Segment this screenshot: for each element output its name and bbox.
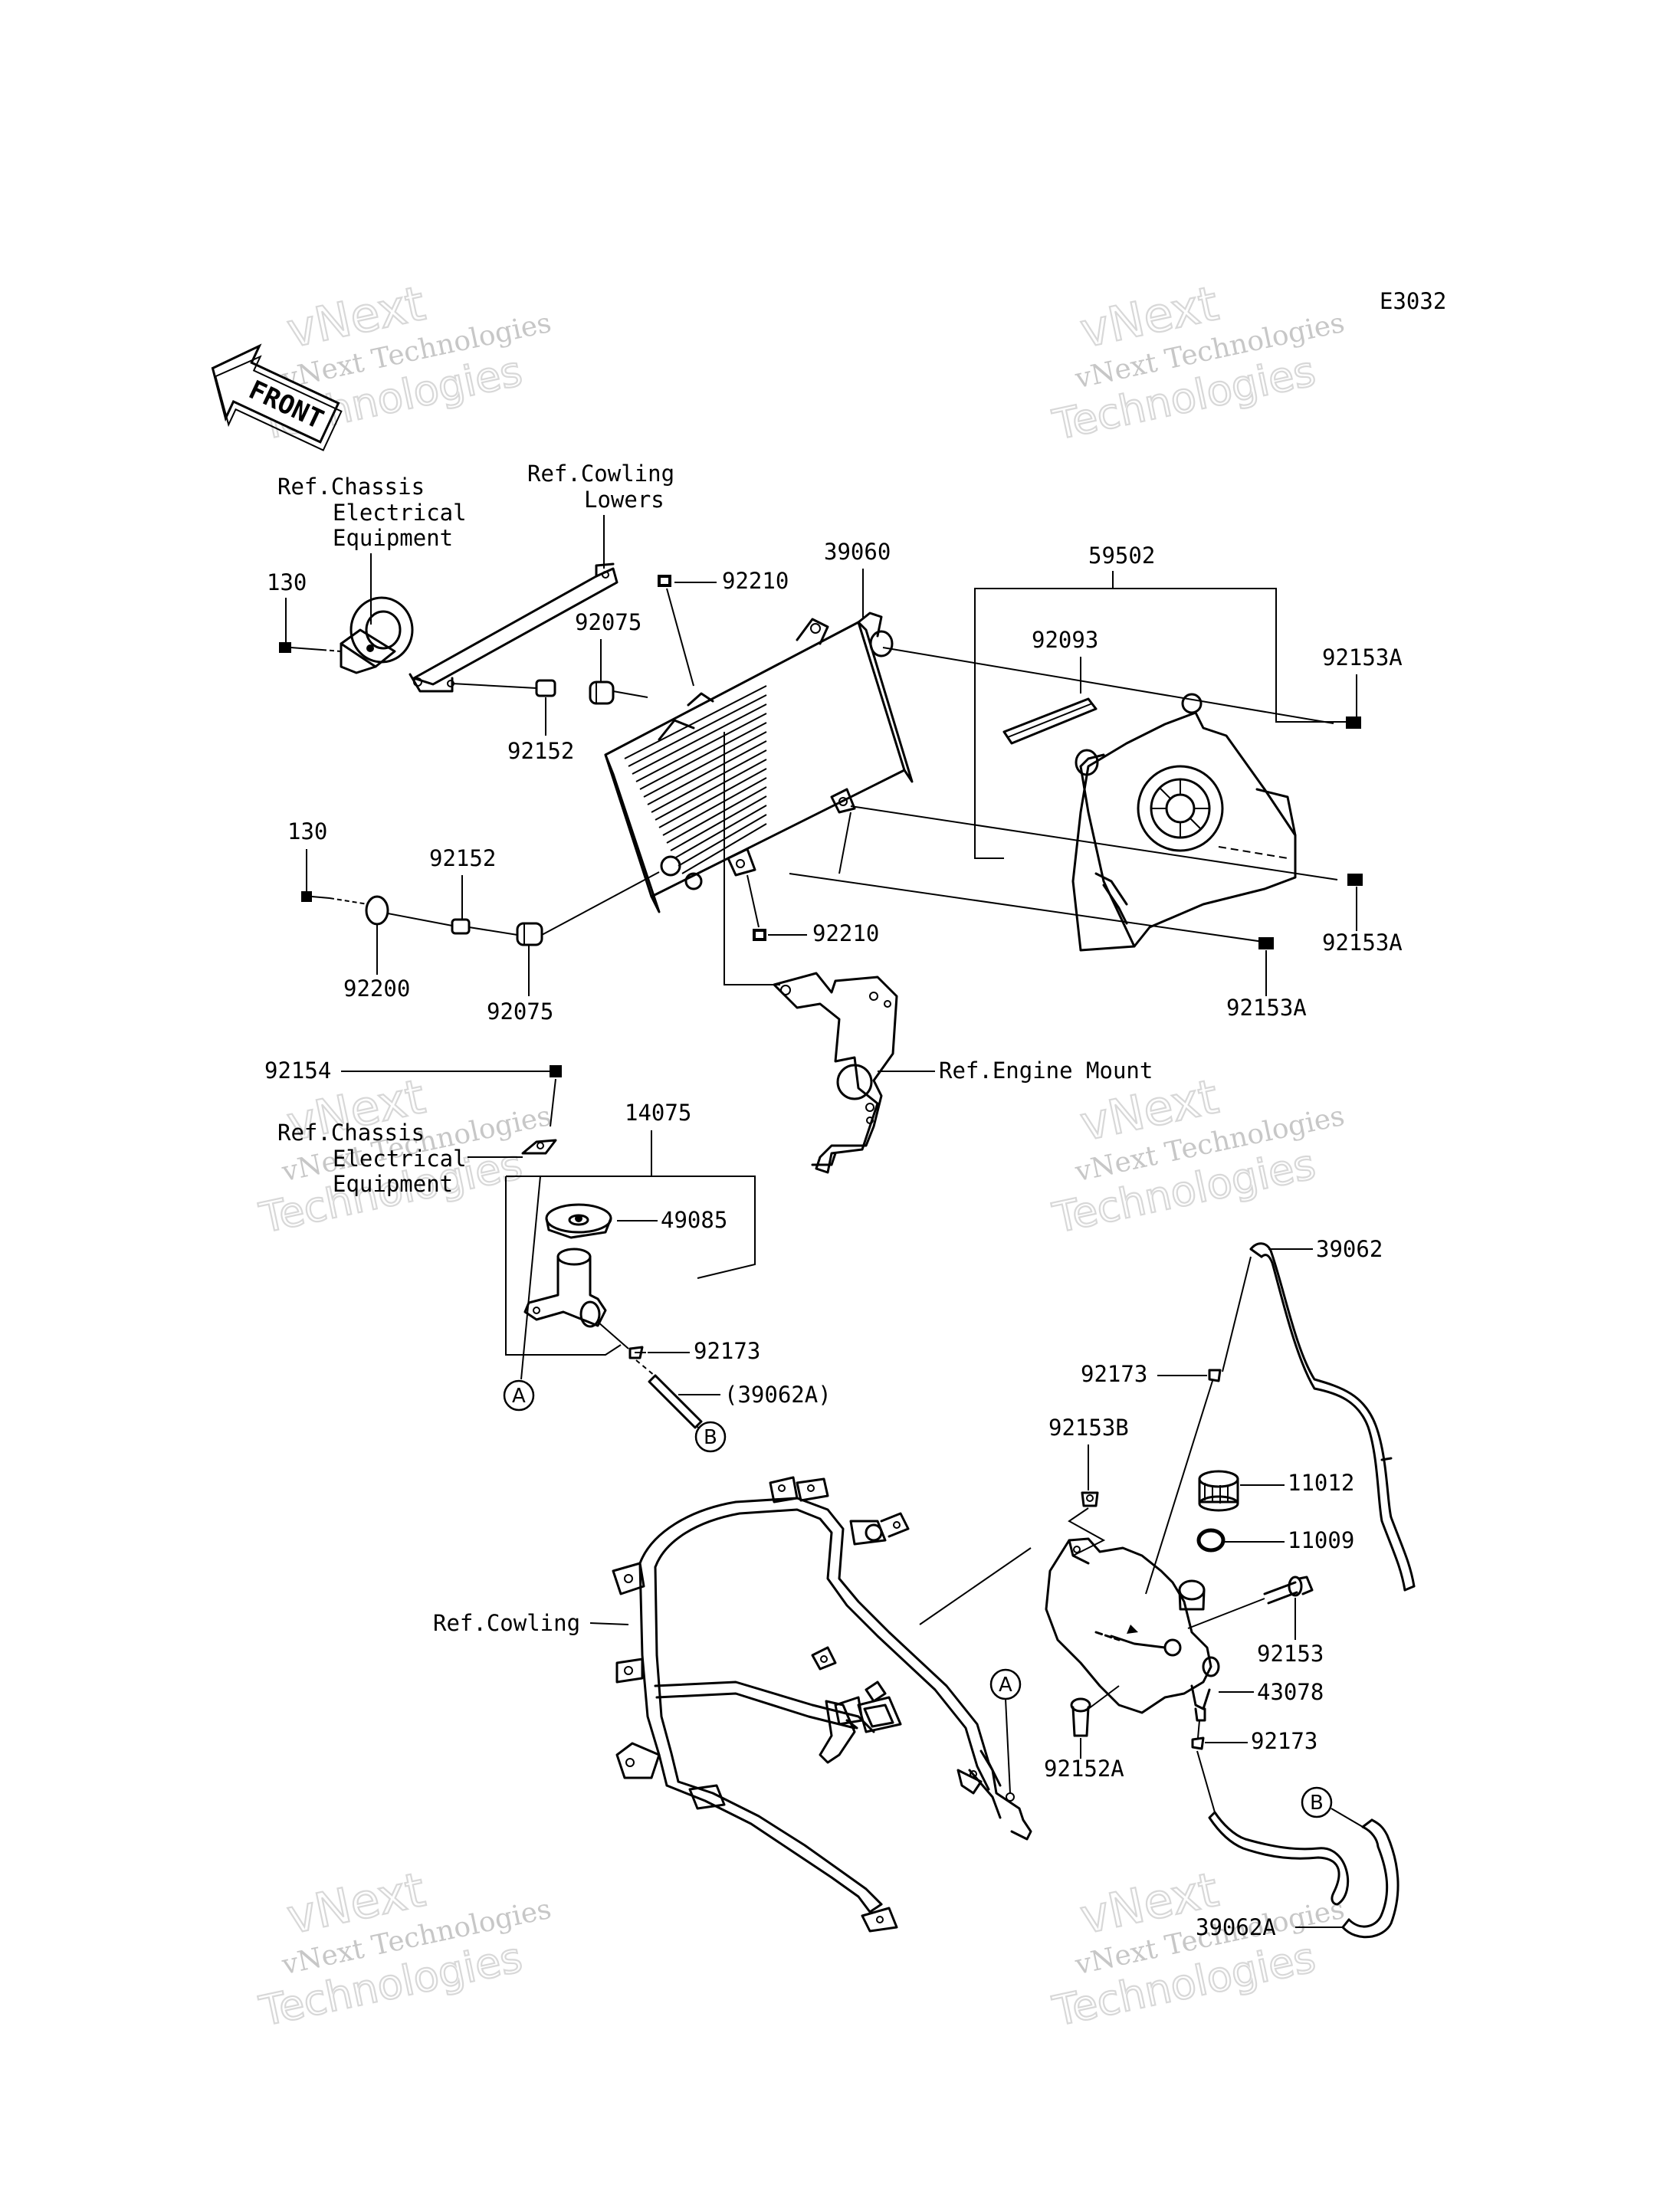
svg-text:B: B	[1310, 1792, 1324, 1815]
svg-text:A: A	[999, 1674, 1012, 1697]
connector-mark-A: A	[989, 1668, 1022, 1700]
label-92173-b: 92173	[1081, 1361, 1147, 1387]
label-49085: 49085	[661, 1207, 727, 1233]
long-bolt-icon	[1263, 1576, 1314, 1605]
connector-mark-A: A	[503, 1379, 535, 1412]
collar-icon	[451, 918, 471, 935]
cable-clamp	[521, 1139, 557, 1155]
hose-clamp-icon	[1191, 1736, 1205, 1750]
radiator-cap-icon	[545, 1203, 612, 1239]
label-92152-bottom: 92152	[429, 845, 496, 871]
collar-icon	[535, 679, 556, 697]
label-39062A: 39062A	[1196, 1914, 1276, 1940]
ref-chassis-electrical-bottom: Ref.Chassis Electrical Equipment	[277, 1120, 467, 1197]
label-92173-c: 92173	[1251, 1728, 1317, 1754]
cooling-fan	[1071, 693, 1297, 952]
label-39060: 39060	[824, 539, 891, 565]
label-92153A-2: 92153A	[1322, 930, 1403, 956]
svg-text:A: A	[512, 1385, 526, 1408]
grommet-icon	[589, 680, 615, 705]
reservoir-tank	[1045, 1537, 1220, 1722]
hose-clamp-icon	[628, 1346, 646, 1359]
bolt-icon	[1081, 1491, 1099, 1507]
reservoir-cap-icon	[1198, 1470, 1239, 1512]
grommet-icon	[516, 922, 543, 946]
fan-seal-strip	[1002, 697, 1098, 745]
label-11009: 11009	[1288, 1527, 1354, 1553]
watermark-bottom-right: vNext vNext Technologies Technologies	[1048, 1861, 1347, 2037]
svg-text:Ref.Chassis: Ref.Chassis	[277, 474, 425, 500]
label-92152A: 92152A	[1044, 1756, 1124, 1782]
connector-mark-B: B	[694, 1421, 727, 1453]
bolt-icon	[1347, 874, 1363, 886]
radiator	[604, 612, 914, 913]
label-39062: 39062	[1316, 1236, 1383, 1262]
bolt-icon	[301, 891, 330, 902]
filler-neck	[523, 1248, 607, 1328]
label-92210-bottom: 92210	[812, 920, 879, 946]
engine-mount-bracket	[773, 972, 898, 1174]
label-59502: 59502	[1088, 543, 1155, 569]
bolt-icon	[1346, 716, 1361, 729]
horn-icon	[340, 596, 414, 674]
collar-bolt-icon	[1070, 1697, 1091, 1737]
cowling-bracket-frame	[612, 1476, 1032, 1933]
bolt-icon	[550, 1065, 562, 1077]
label-11012: 11012	[1288, 1470, 1354, 1496]
label-92153A-1: 92153A	[1322, 644, 1403, 671]
watermark-bottom-left: vNext vNext Technologies Technologies	[254, 1861, 554, 2037]
ref-cowling: Ref.Cowling	[433, 1610, 580, 1636]
svg-text:Electrical: Electrical	[333, 1146, 467, 1172]
label-92075-top: 92075	[575, 609, 641, 635]
label-92154: 92154	[264, 1058, 331, 1084]
label-92200: 92200	[343, 976, 410, 1002]
label-130-top: 130	[267, 569, 307, 595]
diagram-code: E3032	[1380, 288, 1446, 314]
clip-nut-icon	[658, 575, 671, 587]
ref-engine-mount: Ref.Engine Mount	[939, 1058, 1153, 1084]
ref-cowling-lowers: Ref.Cowling Lowers	[527, 461, 674, 513]
svg-text:Ref.Cowling: Ref.Cowling	[527, 461, 674, 487]
watermark-top-right: vNext vNext Technologies Technologies	[1048, 274, 1347, 451]
svg-text:Lowers: Lowers	[584, 487, 664, 513]
svg-text:Equipment: Equipment	[333, 525, 453, 551]
label-39062A-paren: (39062A)	[724, 1382, 832, 1408]
label-14075: 14075	[625, 1100, 691, 1126]
label-92173-a: 92173	[694, 1338, 760, 1364]
gasket-icon	[1196, 1528, 1226, 1553]
clip-nut-icon	[753, 929, 766, 941]
svg-text:Ref.Chassis: Ref.Chassis	[277, 1120, 425, 1146]
label-92075-bottom: 92075	[487, 998, 553, 1025]
label-92153: 92153	[1257, 1641, 1324, 1667]
washer-icon	[365, 895, 389, 926]
label-92210-top: 92210	[722, 568, 789, 594]
bolt-icon	[1258, 937, 1274, 949]
hose-clamp-icon	[1208, 1369, 1222, 1382]
label-92152-top: 92152	[507, 738, 574, 764]
label-130-bottom: 130	[287, 818, 327, 844]
label-92153B: 92153B	[1048, 1415, 1129, 1441]
svg-text:Electrical: Electrical	[333, 500, 467, 526]
label-92093: 92093	[1032, 627, 1098, 653]
svg-text:Equipment: Equipment	[333, 1171, 453, 1197]
label-92153A-3: 92153A	[1226, 995, 1307, 1021]
ref-chassis-electrical-top: Ref.Chassis Electrical Equipment	[277, 474, 467, 551]
hose-segment	[648, 1374, 703, 1429]
coolant-hose-39062	[1249, 1242, 1416, 1592]
svg-text:B: B	[704, 1426, 717, 1449]
label-43078: 43078	[1257, 1679, 1324, 1705]
connector-mark-B: B	[1301, 1786, 1333, 1818]
bolt-icon	[279, 642, 323, 653]
coolant-hose-39062A	[1208, 1811, 1399, 1939]
